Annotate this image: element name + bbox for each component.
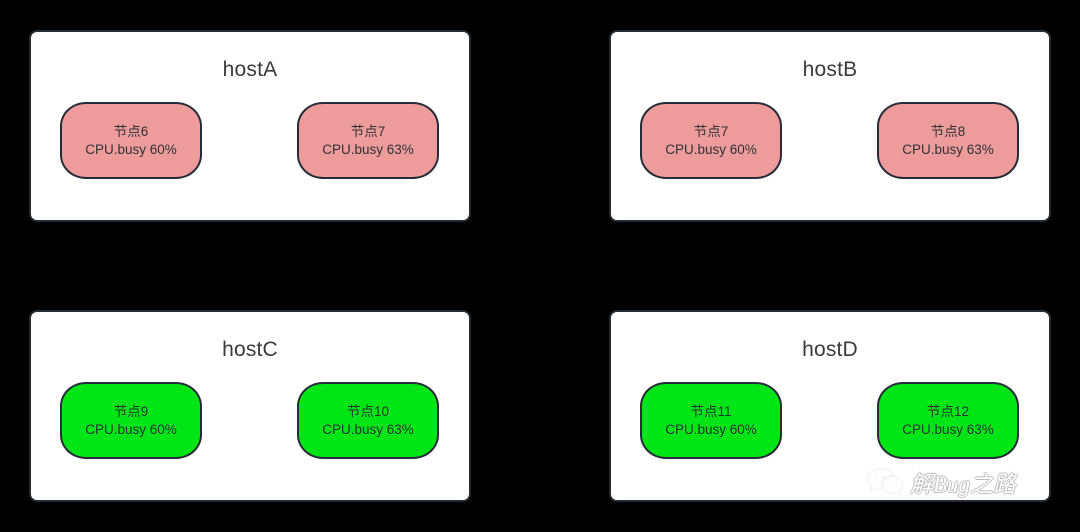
node-name: 节点7 [350,124,386,140]
node-name: 节点11 [690,404,732,420]
node-card[interactable]: 节点6 CPU.busy 60% [60,102,202,179]
host-title: hostA [222,58,278,81]
node-metric: CPU.busy 63% [902,421,994,437]
node-card[interactable]: 节点7 CPU.busy 60% [640,102,782,179]
node-metric: CPU.busy 60% [85,141,177,157]
node-metric: CPU.busy 60% [85,421,177,437]
node-metric: CPU.busy 63% [902,141,994,157]
host-title: hostD [802,338,858,361]
host-title: hostB [802,58,858,81]
node-metric: CPU.busy 63% [322,141,414,157]
node-card[interactable]: 节点9 CPU.busy 60% [60,382,202,459]
node-name: 节点7 [693,124,729,140]
host-panel-hostC: hostC 节点9 CPU.busy 60% 节点10 CPU.busy 63% [29,310,471,502]
host-panel-hostB: hostB 节点7 CPU.busy 60% 节点8 CPU.busy 63% [609,30,1051,222]
node-card[interactable]: 节点10 CPU.busy 63% [297,382,439,459]
node-card[interactable]: 节点12 CPU.busy 63% [877,382,1019,459]
host-title: hostC [222,338,278,361]
node-name: 节点6 [113,124,149,140]
node-name: 节点10 [346,404,390,420]
node-name: 节点8 [930,124,966,140]
node-card[interactable]: 节点11 CPU.busy 60% [640,382,782,459]
node-card[interactable]: 节点7 CPU.busy 63% [297,102,439,179]
node-card[interactable]: 节点8 CPU.busy 63% [877,102,1019,179]
node-name: 节点12 [926,404,970,420]
host-panel-hostA: hostA 节点6 CPU.busy 60% 节点7 CPU.busy 63% [29,30,471,222]
node-metric: CPU.busy 60% [665,141,757,157]
node-metric: CPU.busy 63% [322,421,414,437]
node-metric: CPU.busy 60% [665,421,757,437]
host-panel-hostD: hostD 节点11 CPU.busy 60% 节点12 CPU.busy 63… [609,310,1051,502]
node-name: 节点9 [113,404,149,420]
